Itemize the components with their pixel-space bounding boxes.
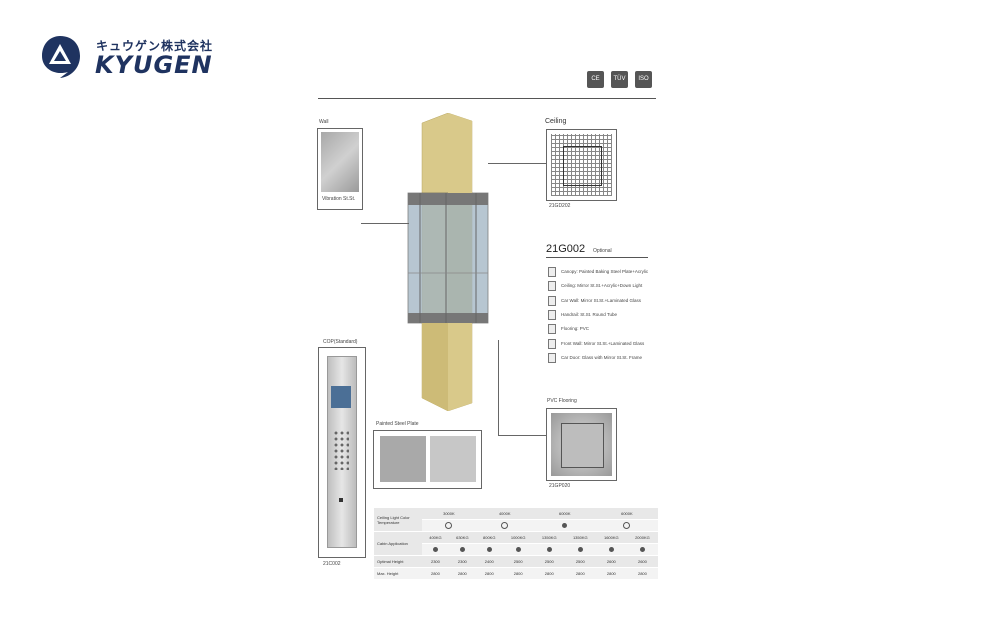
table-cell: 1350KG bbox=[533, 531, 565, 544]
table-cell: 2800 bbox=[448, 567, 476, 580]
table-cell: 2800 bbox=[502, 567, 534, 580]
floor-sample bbox=[546, 408, 617, 481]
table-header: Max. Height bbox=[374, 567, 422, 580]
ce-cert-icon: CE bbox=[587, 71, 604, 88]
swatch-open-icon bbox=[623, 521, 631, 529]
bullet-icon bbox=[432, 546, 438, 552]
table-cell: 2300 bbox=[448, 555, 476, 568]
spec-item: Flooring: PVC bbox=[548, 324, 589, 334]
bullet-icon bbox=[608, 546, 614, 552]
swatch-open-icon bbox=[501, 521, 509, 529]
table-cell: 2800 bbox=[595, 567, 627, 580]
cop-code: 21C002 bbox=[323, 561, 341, 567]
table-cell: 2800 bbox=[422, 567, 449, 580]
panel-samples bbox=[373, 430, 482, 489]
table-cell: 2500 bbox=[533, 555, 565, 568]
iso-cert-icon: ISO bbox=[635, 71, 652, 88]
bullet-icon bbox=[459, 546, 465, 552]
ceiling-sample bbox=[546, 129, 617, 201]
table-cell: 2800 bbox=[564, 567, 596, 580]
swatch-open-icon bbox=[445, 521, 453, 529]
floor-code: 21GP020 bbox=[549, 483, 571, 489]
table-cell: 2400 bbox=[475, 555, 503, 568]
tuv-cert-icon: TÜV bbox=[611, 71, 628, 88]
ceiling-title: Ceiling bbox=[545, 118, 567, 125]
cop-panel bbox=[318, 347, 366, 558]
table-cell: 6000K bbox=[533, 508, 596, 520]
model-divider bbox=[546, 257, 648, 258]
panel-title: Painted Steel Plate bbox=[376, 421, 419, 427]
table-cell: 2300 bbox=[422, 555, 449, 568]
elevator-cabin-illustration bbox=[407, 113, 492, 411]
table-header: Optimal Height bbox=[374, 555, 422, 568]
spec-item: Front Wall: Mirror St.St.+Laminated Glas… bbox=[548, 339, 644, 349]
brand-name-jp: キュウゲン株式会社 bbox=[96, 39, 214, 53]
table-cell: 630KG bbox=[448, 531, 476, 544]
table-header: Ceiling Light Color Temperature bbox=[374, 508, 422, 532]
spec-item: Canopy: Painted Baking Steel Plate+Acryl… bbox=[548, 267, 648, 277]
spec-table: Ceiling Light Color Temperature 3000K 40… bbox=[374, 508, 658, 580]
table-header: Cabin Application bbox=[374, 531, 422, 556]
cop-title: COP(Standard) bbox=[323, 339, 358, 345]
table-cell: 2500 bbox=[564, 555, 596, 568]
wall-sample: Vibration St.St. bbox=[317, 128, 363, 210]
model-code: 21G002 bbox=[546, 243, 586, 255]
table-cell: 3000K bbox=[422, 508, 476, 520]
ceiling-code: 21GD202 bbox=[549, 203, 571, 209]
spec-item: Ceiling: Mirror St.St.+Acrylic+Down Ligh… bbox=[548, 281, 642, 291]
table-cell: 1000KG bbox=[502, 531, 534, 544]
bullet-icon bbox=[546, 546, 552, 552]
brand-name-en: KYUGEN bbox=[95, 51, 213, 79]
table-cell: 400KG bbox=[422, 531, 449, 544]
bullet-icon bbox=[515, 546, 521, 552]
bullet-icon bbox=[486, 546, 492, 552]
header-divider bbox=[318, 98, 656, 99]
table-cell: 2800 bbox=[533, 567, 565, 580]
table-cell: 6000K bbox=[595, 508, 658, 520]
table-cell: 2800 bbox=[626, 567, 658, 580]
swatch-filled-icon bbox=[562, 522, 568, 528]
table-cell: 2000KG bbox=[626, 531, 658, 544]
floor-title: PVC Flooring bbox=[547, 398, 577, 404]
logo-mark bbox=[42, 36, 80, 78]
table-cell: 1350KG bbox=[564, 531, 596, 544]
spec-item: Car Door: Glass with Mirror St.St. Frame bbox=[548, 353, 642, 363]
table-cell: 2600 bbox=[626, 555, 658, 568]
spec-item: Car Wall: Mirror St.St.+Laminated Glass bbox=[548, 296, 641, 306]
table-cell: 800KG bbox=[475, 531, 503, 544]
wall-caption: Vibration St.St. bbox=[322, 196, 356, 202]
bullet-icon bbox=[639, 546, 645, 552]
model-note: Optional bbox=[593, 248, 612, 254]
spec-item: Handrail: St.St. Round Tube bbox=[548, 310, 617, 320]
wall-title: Wall bbox=[319, 119, 329, 125]
table-cell: 4000K bbox=[475, 508, 534, 520]
table-cell: 1600KG bbox=[595, 531, 627, 544]
table-cell: 2800 bbox=[475, 567, 503, 580]
table-cell: 2600 bbox=[595, 555, 627, 568]
table-cell: 2500 bbox=[502, 555, 534, 568]
bullet-icon bbox=[577, 546, 583, 552]
